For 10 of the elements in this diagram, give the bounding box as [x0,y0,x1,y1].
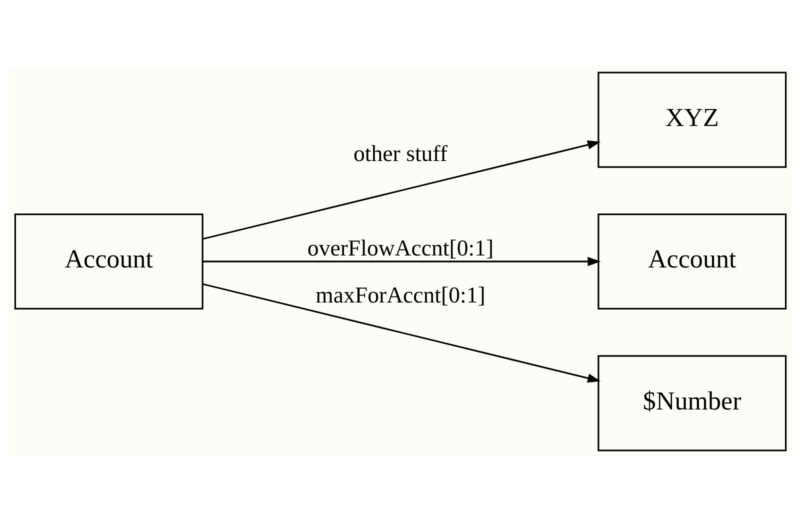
arrow [203,256,601,266]
node-box: Account [598,212,787,310]
edge-label: overFlowAccnt[0:1] [307,234,494,260]
node-box: Account [14,212,204,310]
arrow [202,140,601,240]
edge-label: maxForAccnt[0:1] [316,282,486,308]
node-box: XYZ [598,71,787,168]
arrow [202,282,601,382]
edge-label: other stuff [354,140,448,166]
node-box: $Number [598,354,787,451]
